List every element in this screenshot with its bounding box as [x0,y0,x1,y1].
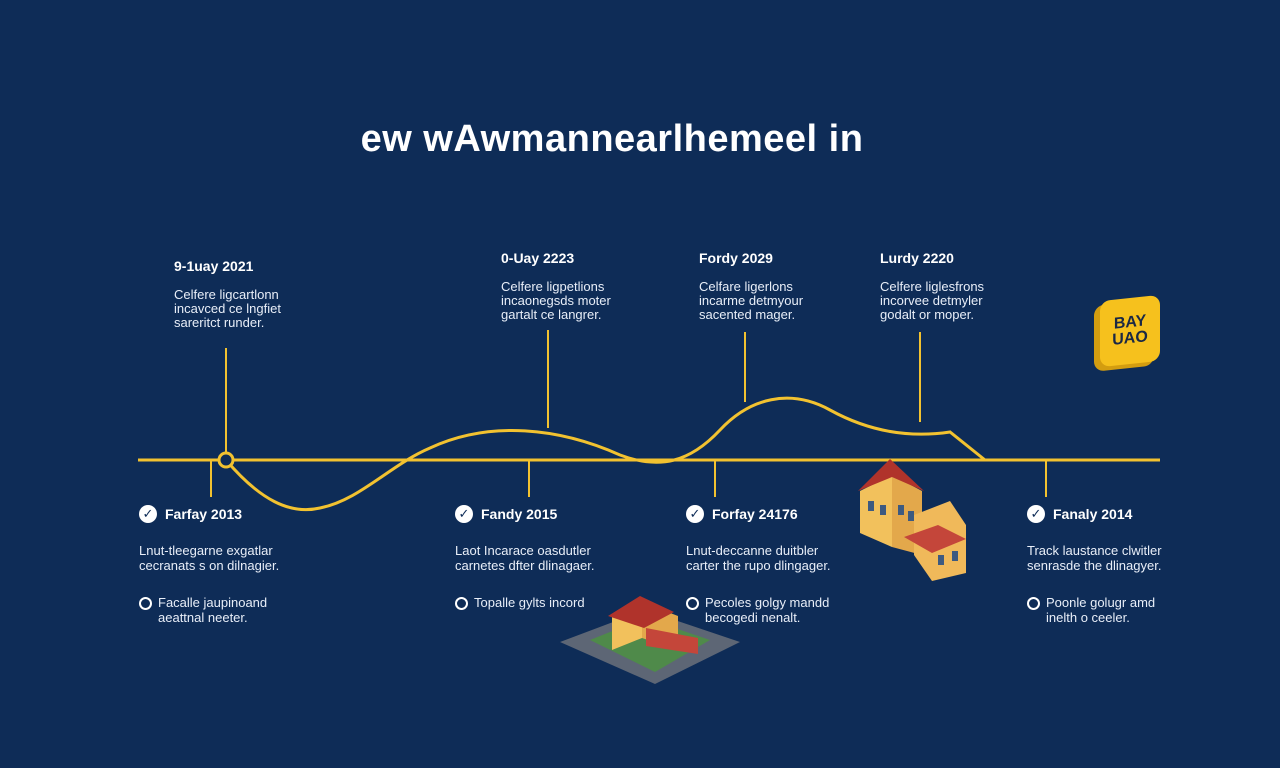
event-description: Laot Incarace oasdutler carnetes dfter d… [455,543,595,573]
check-icon: ✓ [455,505,473,523]
event-note: Topalle gylts incord [474,595,585,610]
house-illustration-small [560,596,740,684]
event-date: Fandy 2015 [481,506,558,522]
event-note: Pecoles golgy mandd becogedi nenalt. [705,595,830,625]
event-bottom-2: ✓ Fandy 2015 Laot Incarace oasdutler carn… [455,505,675,610]
event-date: 9-1uay 2021 [174,258,254,274]
event-description: Lnut-deccanne duitbler carter the rupo d… [686,543,831,573]
wave-curve [224,396,986,512]
event-date: 0-Uay 2223 [501,250,575,266]
event-bottom-3: ✓ Forfay 24176 Lnut-deccanne duitbler car… [686,505,906,625]
event-note: Poonle golugr amd inelth o ceeler. [1046,595,1156,625]
event-bottom-4: ✓ Fanaly 2014 Track laustance clwitler se… [1027,505,1227,625]
event-top-4: Lurdy 2220 Celfere liglesfrons incorvee … [880,250,1080,322]
event-description: Lnut-tleegarne exgatlar cecranats s on d… [139,543,280,573]
event-date: Fanaly 2014 [1053,506,1133,522]
event-date: Forfay 24176 [712,506,798,522]
event-description: Celfere liglesfrons incorvee detmyler go… [880,279,985,322]
event-date: Fordy 2029 [699,250,773,266]
circle-bullet-icon [686,597,699,610]
house-illustration-large [858,459,966,581]
event-description: Celfare ligerlons incarme detmyour sacen… [699,279,804,322]
check-icon: ✓ [686,505,704,523]
circle-bullet-icon [139,597,152,610]
check-icon: ✓ [139,505,157,523]
badge-label: BAY UAO [1112,312,1148,349]
circle-bullet-icon [1027,597,1040,610]
event-bottom-1: ✓ Farfay 2013 Lnut-tleegarne exgatlar cec… [139,505,359,625]
event-date: Farfay 2013 [165,506,243,522]
event-note: Facalle jaupinoand aeattnal neeter. [158,595,268,625]
circle-bullet-icon [455,597,468,610]
event-description: Celfere ligcartlonn incavced ce lngfiet … [174,287,281,330]
timeline-marker [217,451,235,469]
event-top-3: Fordy 2029 Celfare ligerlons incarme det… [699,250,899,322]
event-date: Lurdy 2220 [880,250,954,266]
check-icon: ✓ [1027,505,1045,523]
badge-cube-icon: BAY UAO [1100,294,1160,368]
event-description: Track laustance clwitler senrasde the dl… [1027,543,1162,573]
event-top-2: 0-Uay 2223 Celfere ligpetlions incaonegs… [501,250,701,322]
page-title: ew wAwmannearlhemeel in [360,118,864,160]
event-top-1: 9-1uay 2021 Celfere ligcartlonn incavced… [174,258,374,330]
event-description: Celfere ligpetlions incaonegsds moter ga… [501,279,611,322]
